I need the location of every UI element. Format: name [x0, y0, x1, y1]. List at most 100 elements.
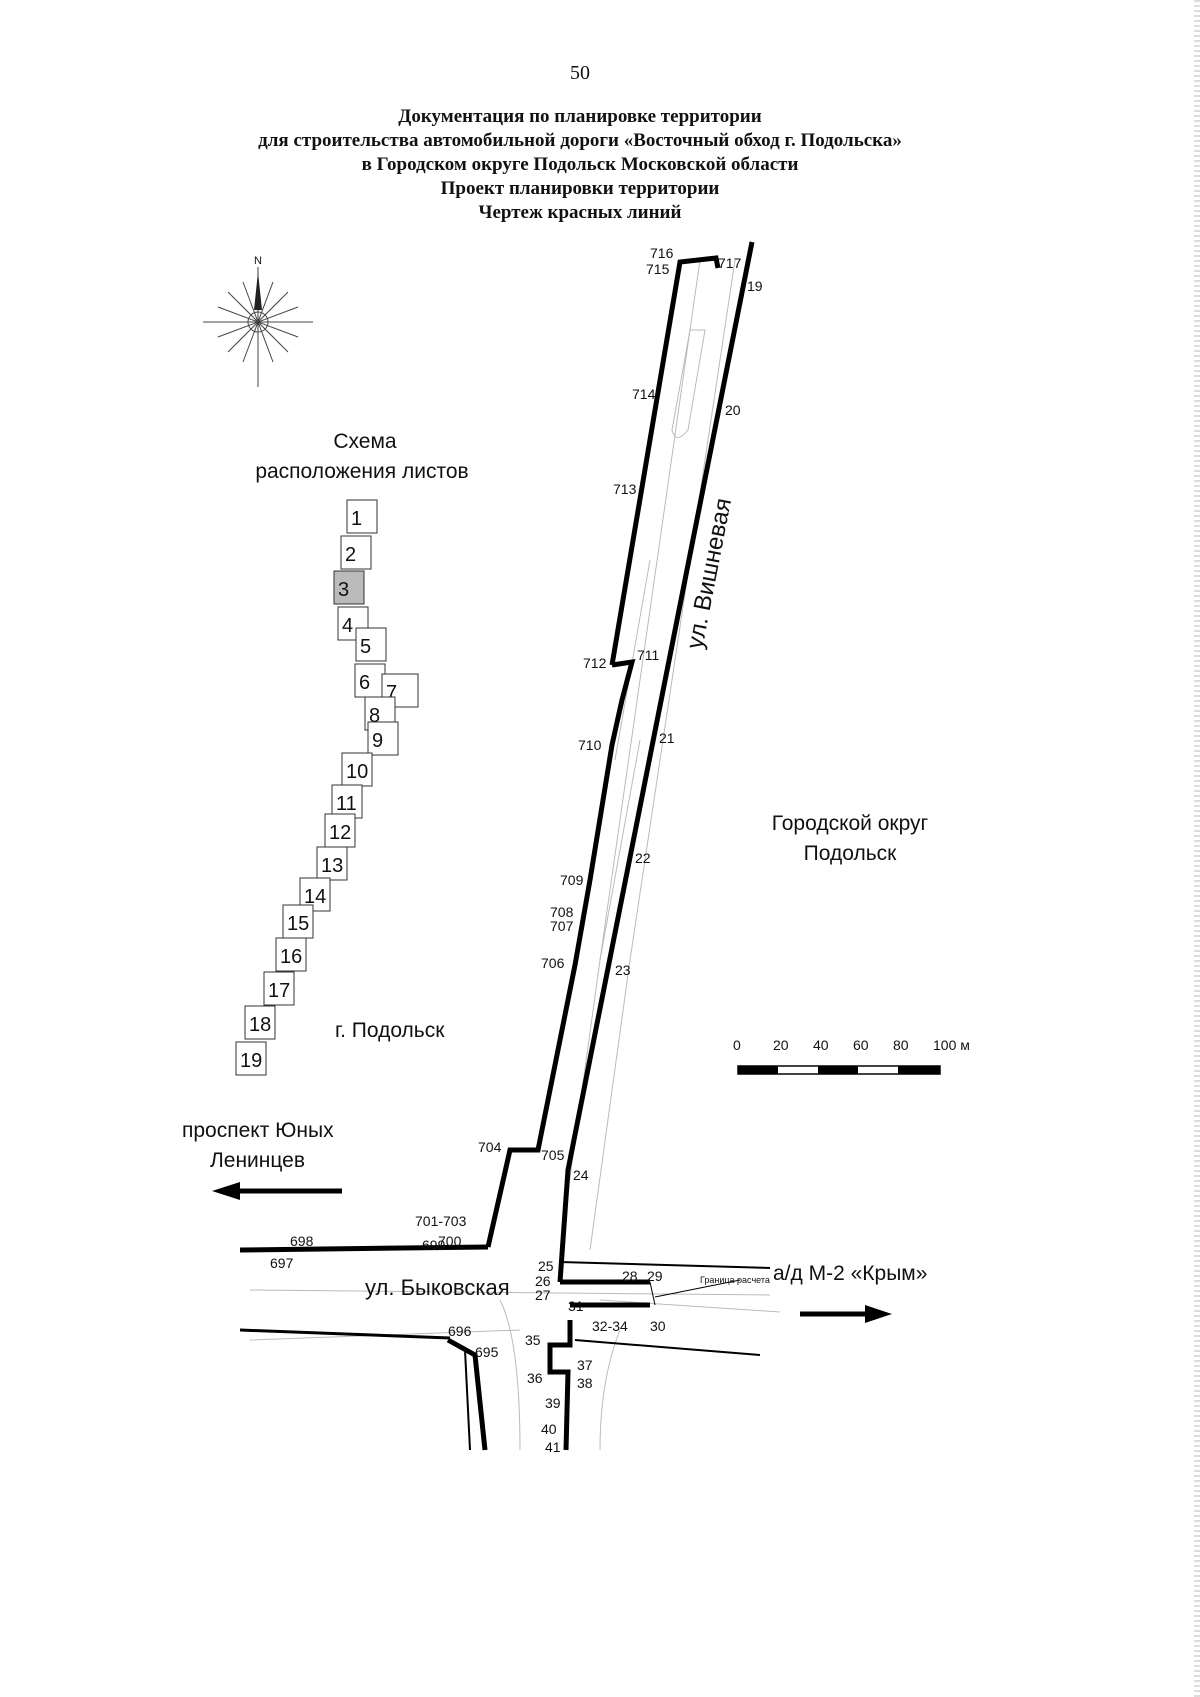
point-label: 699 — [422, 1237, 446, 1253]
point-label: 26 — [535, 1273, 551, 1289]
sheet-box: 15 — [282, 904, 314, 939]
city-label: г. Подольск — [335, 1019, 445, 1042]
point-label: 37 — [577, 1357, 593, 1373]
point-label: 40 — [541, 1421, 557, 1437]
sheet-box: 9 — [367, 721, 399, 756]
point-label: 25 — [538, 1258, 554, 1274]
district-label-2: Подольск — [804, 842, 897, 865]
document-header: Документация по планировке территории дл… — [0, 105, 1160, 225]
sheet-number: 18 — [249, 1014, 271, 1036]
sheet-number: 14 — [304, 886, 326, 908]
sheet-number: 2 — [345, 544, 356, 566]
sheet-number: 5 — [360, 636, 371, 658]
point-label: 714 — [632, 386, 656, 402]
red-line — [446, 241, 755, 1451]
point-label: 24 — [573, 1167, 589, 1183]
prospect-label-2: Ленинцев — [210, 1149, 305, 1172]
sheet-box: 3 — [333, 570, 365, 605]
point-label: 716 — [650, 245, 674, 261]
sheet-box: 2 — [340, 535, 372, 570]
scheme-title: Схема — [333, 430, 397, 453]
sheet-number: 4 — [342, 615, 353, 637]
header-line: Чертеж красных линий — [478, 202, 682, 223]
sheet-number: 13 — [321, 855, 343, 877]
sheet-number: 16 — [280, 946, 302, 968]
sheet-box: 12 — [324, 813, 356, 848]
sheet-number: 15 — [287, 913, 309, 935]
point-label: 712 — [583, 655, 607, 671]
point-label: 715 — [646, 261, 670, 277]
header-line: Документация по планировке территории — [398, 106, 762, 127]
sheet-number: 9 — [372, 730, 383, 752]
header-line: в Городском округе Подольск Московской о… — [361, 154, 799, 175]
point-label: 711 — [637, 647, 660, 663]
scale-tick-label: 20 — [773, 1037, 789, 1053]
point-label: 21 — [659, 730, 675, 746]
sheet-box: 16 — [275, 937, 307, 972]
point-label: 710 — [578, 737, 602, 753]
point-label: 695 — [475, 1344, 499, 1360]
point-label: 698 — [290, 1233, 314, 1249]
point-label: 27 — [535, 1287, 551, 1303]
scheme-subtitle: расположения листов — [255, 460, 468, 483]
sheet-number: 3 — [338, 579, 349, 601]
scale-tick-label: 40 — [813, 1037, 829, 1053]
point-label: 39 — [545, 1395, 561, 1411]
point-label: 30 — [650, 1318, 666, 1334]
scale-tick-label: 100 м — [933, 1037, 970, 1053]
point-label: 705 — [541, 1147, 565, 1163]
district-label: Городской округ — [772, 812, 929, 835]
sheet-box: 11 — [331, 784, 363, 819]
sheet-box: 5 — [355, 627, 387, 662]
arrow-right-icon — [800, 1305, 892, 1323]
sheet-number: 10 — [346, 761, 368, 783]
compass-rose-icon: N — [203, 255, 313, 387]
sheet-box: 1 — [346, 499, 378, 534]
scale-bar: 0 20 40 60 80 100 м — [733, 1037, 970, 1075]
arrow-left-icon — [212, 1182, 342, 1200]
point-label: 713 — [613, 481, 637, 497]
scale-tick-label: 60 — [853, 1037, 869, 1053]
scan-edge — [1194, 0, 1200, 1697]
street-label-bykovskaya: ул. Быковская — [365, 1275, 510, 1300]
scale-tick-label: 80 — [893, 1037, 909, 1053]
sheet-number: 7 — [386, 682, 397, 704]
calc-boundary-label: Граница расчета — [700, 1275, 770, 1285]
sheet-number: 12 — [329, 822, 351, 844]
sheet-number: 17 — [268, 980, 290, 1002]
sheet-box: 6 — [354, 663, 386, 698]
highway-label: а/д М-2 «Крым» — [773, 1262, 927, 1285]
prospect-label: проспект Юных — [182, 1119, 334, 1142]
point-label: 701-703 — [415, 1213, 467, 1229]
point-label: 22 — [635, 850, 651, 866]
point-label: 28 — [622, 1268, 638, 1284]
point-label: 20 — [725, 402, 741, 418]
sheet-box: 13 — [316, 846, 348, 881]
point-label: 717 — [718, 255, 742, 271]
point-label: 19 — [747, 278, 763, 294]
sheet-number: 19 — [240, 1050, 262, 1072]
point-label: 696 — [448, 1323, 472, 1339]
sheet-number: 11 — [336, 793, 357, 815]
scale-tick-label: 0 — [733, 1037, 741, 1053]
point-label: 697 — [270, 1255, 294, 1271]
sheet-box: 19 — [235, 1041, 267, 1076]
sheet-number: 6 — [359, 672, 370, 694]
page-number: 50 — [570, 62, 590, 84]
point-label: 700 — [438, 1233, 462, 1249]
point-label: 41 — [545, 1439, 561, 1455]
sheet-box: 17 — [263, 971, 295, 1006]
header-line: для строительства автомобильной дороги «… — [258, 130, 902, 151]
building-line — [239, 1244, 771, 1451]
point-label: 38 — [577, 1375, 593, 1391]
point-label: 36 — [527, 1370, 543, 1386]
point-label: 29 — [647, 1268, 663, 1284]
point-label: 704 — [478, 1139, 502, 1155]
point-label: 708 — [550, 904, 574, 920]
point-label: 709 — [560, 872, 584, 888]
street-label-vishnevaya: ул. Вишневая — [681, 496, 737, 651]
header-line: Проект планировки территории — [440, 178, 720, 199]
